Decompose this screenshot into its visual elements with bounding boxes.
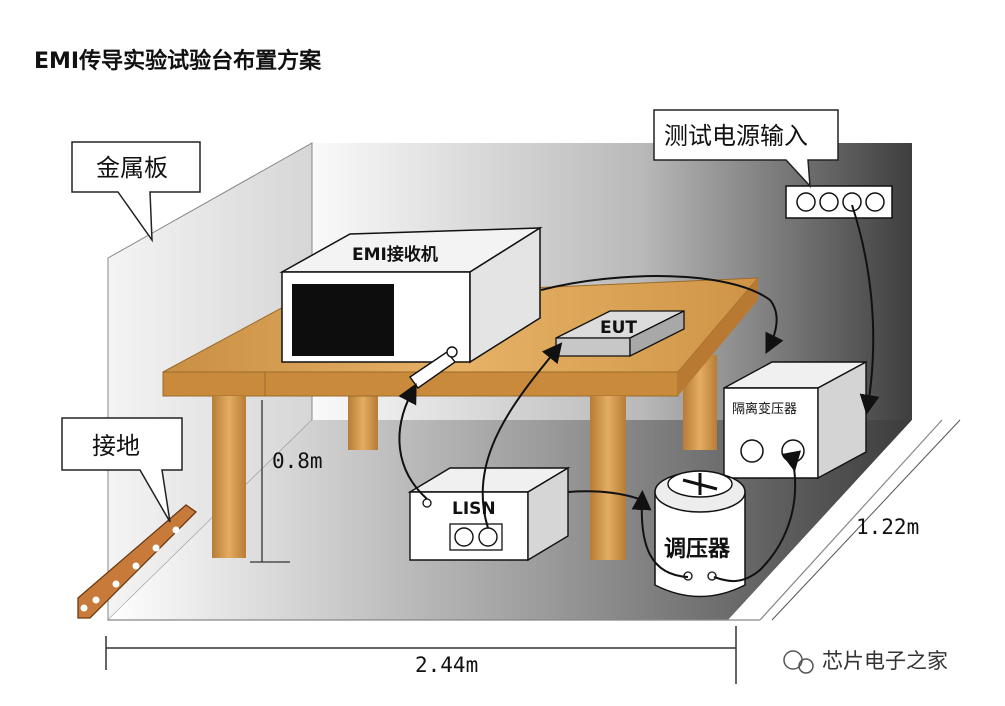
lisn-socket-2 <box>478 527 498 547</box>
cable-regulator-to-lisn <box>631 490 689 578</box>
voltage-regulator: 调压器 <box>654 470 746 598</box>
power-outlet-strip <box>785 185 893 219</box>
lisn-label: LISN <box>452 499 496 519</box>
cable-lisn-to-eut <box>481 342 563 529</box>
isolation-transformer: 隔离变压器 <box>723 360 867 480</box>
voltage-regulator-label: 调压器 <box>664 537 731 562</box>
table-leg-back-left <box>348 394 378 450</box>
callout-test-power-input: 测试电源输入 <box>653 109 839 189</box>
transformer-socket-2 <box>781 439 805 463</box>
width-dimension: 2.44m <box>105 626 737 684</box>
lisn-socket-1 <box>454 527 474 547</box>
eut-device: EUT <box>555 309 685 358</box>
watermark: 芯片电子之家 <box>783 649 948 674</box>
floor-edge-strip <box>728 420 942 620</box>
depth-dimension: 1.22m <box>771 419 961 621</box>
cable-outlet-to-transformer <box>851 204 880 415</box>
regulator-terminal-2 <box>707 571 717 581</box>
isolation-transformer-label: 隔离变压器 <box>732 401 797 417</box>
table-height-label: 0.8m <box>272 449 323 473</box>
emi-receiver: EMI接收机 <box>279 226 543 364</box>
metal-plate-label: 金属板 <box>96 154 168 182</box>
watermark-text: 芯片电子之家 <box>822 649 948 673</box>
depth-dimension-label: 1.22m <box>856 515 919 539</box>
cables <box>398 204 880 582</box>
diagram-title: EMI传导实验试验台布置方案 <box>34 48 322 74</box>
table-height-dimension: 0.8m <box>250 400 323 563</box>
receiver-screen <box>292 284 394 356</box>
cable-transformer-to-regulator <box>713 450 802 582</box>
cable-lisn-to-receiver <box>398 383 428 500</box>
ground-label: 接地 <box>92 432 140 460</box>
eut-label: EUT <box>600 318 637 338</box>
table-leg-front-left <box>212 396 246 558</box>
table-leg-front-right <box>590 396 626 560</box>
lisn-rf-port <box>422 498 432 508</box>
emi-receiver-label: EMI接收机 <box>352 244 438 265</box>
lisn-device: LISN <box>407 466 571 562</box>
ground-strap <box>77 504 198 619</box>
test-power-input-label: 测试电源输入 <box>664 122 808 150</box>
width-dimension-label: 2.44m <box>415 653 478 677</box>
transformer-socket-1 <box>740 439 764 463</box>
callout-ground: 接地 <box>61 417 183 523</box>
cable-receiver-to-transformer <box>540 275 784 354</box>
callout-metal-plate: 金属板 <box>71 141 201 243</box>
